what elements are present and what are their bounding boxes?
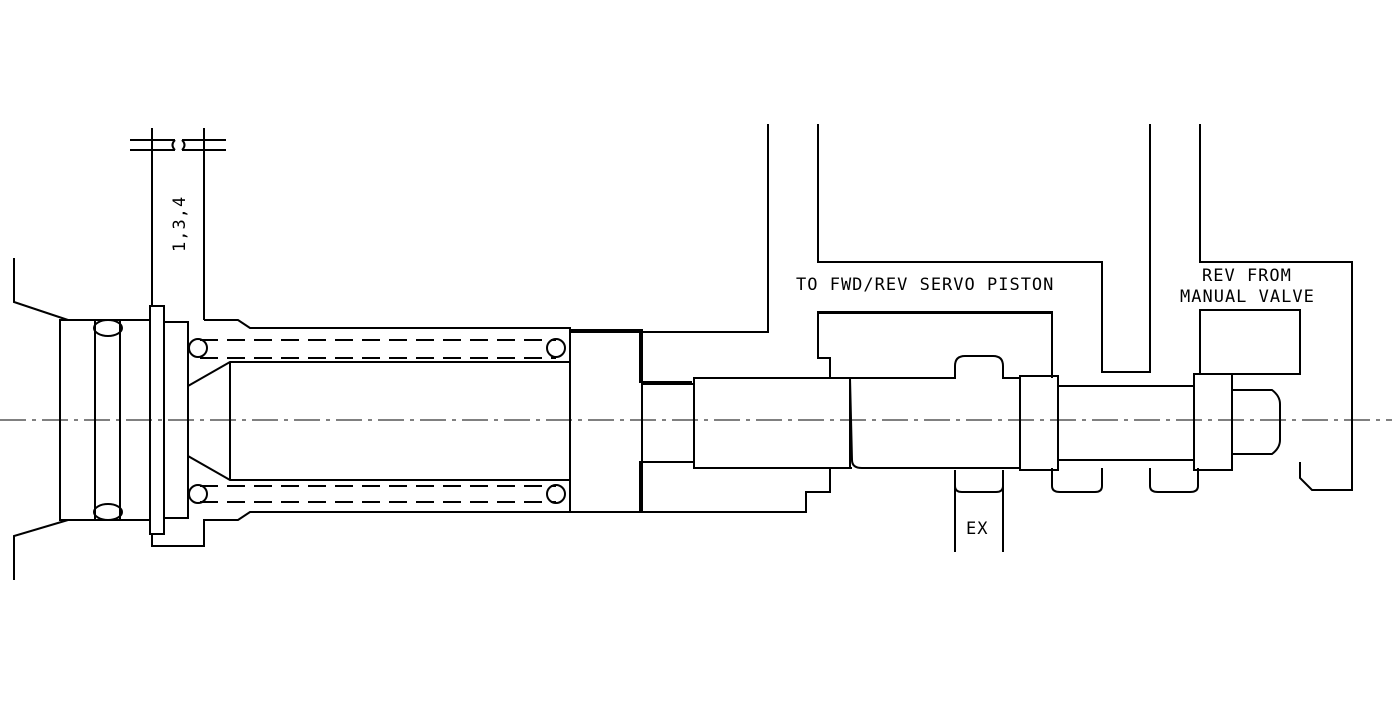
rev-from-label-line1: REV FROM (1202, 266, 1292, 286)
port-134-label: 1,3,4 (170, 196, 190, 252)
spool-valve (187, 329, 1281, 513)
spool-end (1231, 389, 1281, 455)
exhaust-label: EX (966, 519, 988, 539)
spool-land-5 (1193, 373, 1233, 471)
spool-neck-1 (641, 383, 695, 463)
rev-from-label-line2: MANUAL VALVE (1180, 287, 1315, 307)
end-plug (13, 258, 189, 580)
o-ring-bottom (93, 503, 123, 521)
o-ring-top (93, 319, 123, 337)
spring-chamber (188, 327, 570, 504)
valve-body-upper (204, 124, 1353, 491)
port-134-passage: 1,3,4 (130, 128, 226, 320)
spool-neck-2 (1057, 385, 1195, 461)
valve-body-lower: EX (151, 461, 1199, 552)
spool-front-taper (187, 361, 571, 481)
spool-land-1 (569, 329, 643, 513)
spool-land-4 (1019, 375, 1059, 471)
spool-land-3 (848, 355, 1021, 469)
spool-land-2 (693, 377, 851, 469)
servo-piston-label: TO FWD/REV SERVO PISTON (796, 275, 1054, 295)
rev-port-box (1199, 309, 1301, 375)
